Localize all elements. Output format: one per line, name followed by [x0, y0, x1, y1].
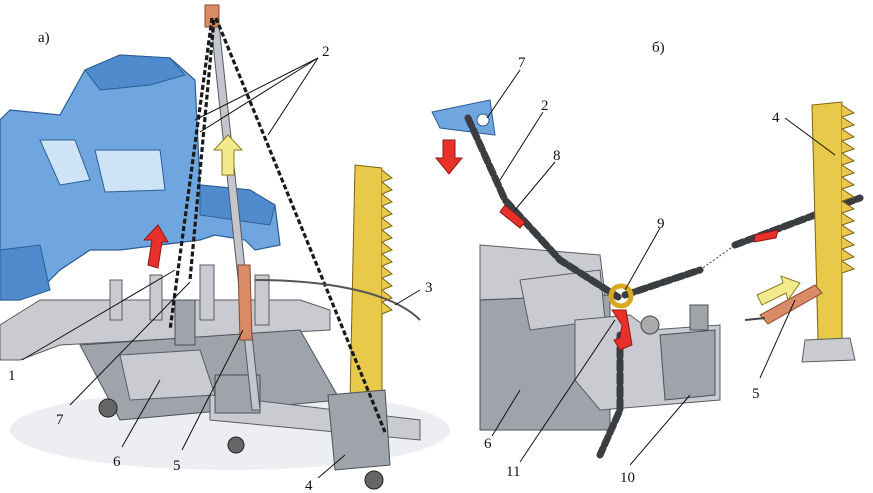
- panel-b: б) 7 2 8 9 4 5 6 11 10: [431, 40, 864, 486]
- bench-frame-b: [479, 244, 721, 431]
- callout-b-2: 2: [541, 98, 549, 114]
- rack-tower-b: [801, 101, 856, 363]
- callout-a-5: 5: [173, 458, 181, 474]
- ring-b: [608, 283, 634, 309]
- pull-arrow-b: [434, 139, 464, 175]
- hose-b: [744, 317, 766, 321]
- callout-b-5: 5: [752, 386, 760, 402]
- callout-b-7: 7: [518, 55, 526, 71]
- callout-a-1: 1: [8, 368, 16, 384]
- chain-dash-b: [699, 244, 736, 271]
- callout-a-4: 4: [305, 478, 313, 493]
- car-body: [0, 54, 281, 301]
- callout-b-6: 6: [484, 436, 492, 452]
- shackle-right: [753, 229, 779, 243]
- callout-a-3: 3: [425, 280, 433, 296]
- panel-a-label: а): [38, 30, 50, 46]
- pull-arrow-a: [142, 224, 169, 269]
- callout-b-10: 10: [620, 470, 635, 486]
- hydraulic-hose-a: [254, 279, 421, 321]
- callout-a-6: 6: [113, 454, 121, 470]
- panel-b-label: б): [652, 40, 665, 56]
- chain-lower-b: [596, 331, 624, 459]
- push-arrow-a: [212, 134, 244, 176]
- chain-down-b: [464, 114, 622, 301]
- callout-b-11: 11: [506, 464, 520, 480]
- callout-b-8: 8: [553, 148, 561, 164]
- callout-a-7: 7: [56, 412, 64, 428]
- shackle-upper: [499, 204, 526, 229]
- hydraulic-ram-b: [759, 284, 823, 325]
- callout-a-2: 2: [322, 44, 330, 60]
- panel-a: а) 2 3 1 7 6 5 4: [0, 4, 450, 493]
- push-arrow-b: [756, 275, 801, 306]
- clamp-bracket-b: [431, 99, 496, 136]
- callout-b-4: 4: [772, 110, 780, 126]
- chain-across-b: [621, 266, 704, 299]
- callout-b-9: 9: [657, 216, 665, 232]
- telescopic-post: [204, 4, 261, 411]
- chain-mid: [188, 19, 216, 281]
- hook-b: [611, 309, 633, 351]
